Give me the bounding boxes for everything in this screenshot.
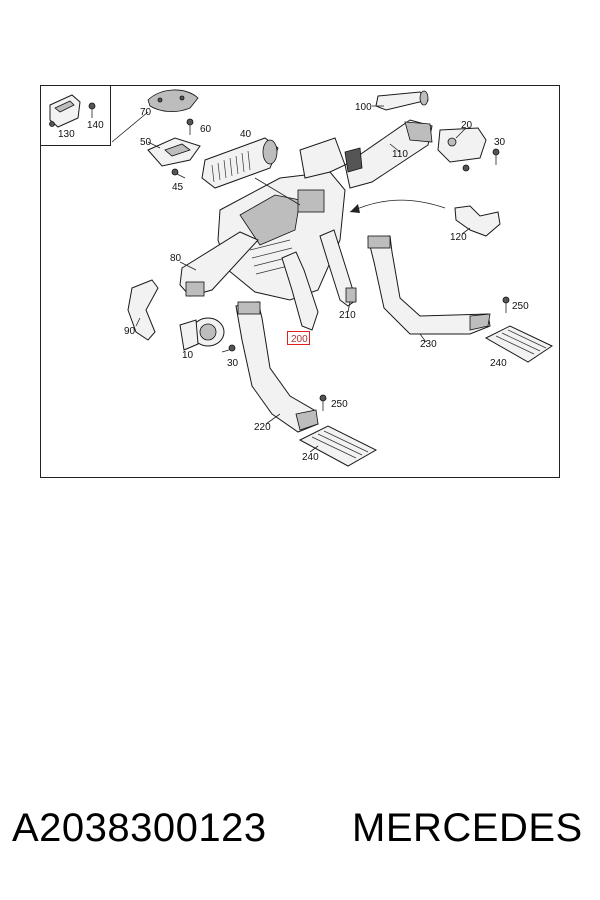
caption: A2038300123 MERCEDES [0,800,600,870]
part-250-screw-right [502,296,510,313]
part-220-duct [235,301,319,433]
parts-diagram: 130 140 70 60 50 40 45 100 20 30 110 120… [40,85,560,478]
callout-30-right: 30 [494,137,506,148]
callout-240-bottom: 240 [302,452,319,463]
hvac-housing [217,137,346,301]
part-240-grille-right [484,325,554,363]
callout-250-left: 250 [331,399,348,410]
callout-50: 50 [140,137,152,148]
callout-110: 110 [392,149,408,160]
callout-70: 70 [140,107,152,118]
callout-200: 200 [291,334,308,345]
assembly-arrowhead [350,204,360,213]
part-110-duct [344,119,433,189]
part-30-screw-left [221,344,236,353]
part-100-hose [375,90,429,111]
part-60-screw [186,118,194,135]
part-80-duct [179,231,259,297]
brand-name: MERCEDES [352,806,583,850]
callout-100: 100 [355,102,372,113]
part-50-bracket [147,137,201,167]
callout-40: 40 [240,129,252,140]
callout-130: 130 [58,129,75,140]
part-40-blower [201,137,279,189]
callout-80: 80 [170,253,182,264]
part-140-screw [88,102,96,118]
callout-120: 120 [450,232,467,243]
part-20-actuator [437,127,487,172]
callout-210: 210 [339,310,356,321]
part-45-screw [171,168,186,179]
inset-frame [40,85,111,146]
part-120-piece [454,205,501,237]
callout-230: 230 [420,339,437,350]
callout-30-left: 30 [227,358,239,369]
part-10-motor [179,317,225,351]
callout-90: 90 [124,326,136,337]
part-210-duct [319,229,357,307]
part-70-cover [147,89,199,112]
callout-250-right: 250 [512,301,529,312]
callout-220: 220 [254,422,271,433]
part-30-screw-right [492,148,500,165]
callout-60: 60 [200,124,212,135]
callout-45: 45 [172,182,184,193]
assembly-line-blower [254,177,301,206]
part-90-hose [127,279,159,341]
assembly-arrow [349,199,446,213]
callout-240-right: 240 [490,358,507,369]
part-240-grille-bottom [298,425,378,467]
highlight-box-200 [287,331,310,345]
part-230-duct [367,235,491,335]
callout-20: 20 [461,120,473,131]
diagram-frame [40,85,560,478]
part-130-connector [49,94,81,128]
callout-140: 140 [87,120,104,131]
leader-lines [111,105,471,453]
callout-10: 10 [182,350,194,361]
part-number: A2038300123 [12,806,267,850]
part-250-screw-left [319,394,327,411]
part-200-duct [281,251,319,331]
